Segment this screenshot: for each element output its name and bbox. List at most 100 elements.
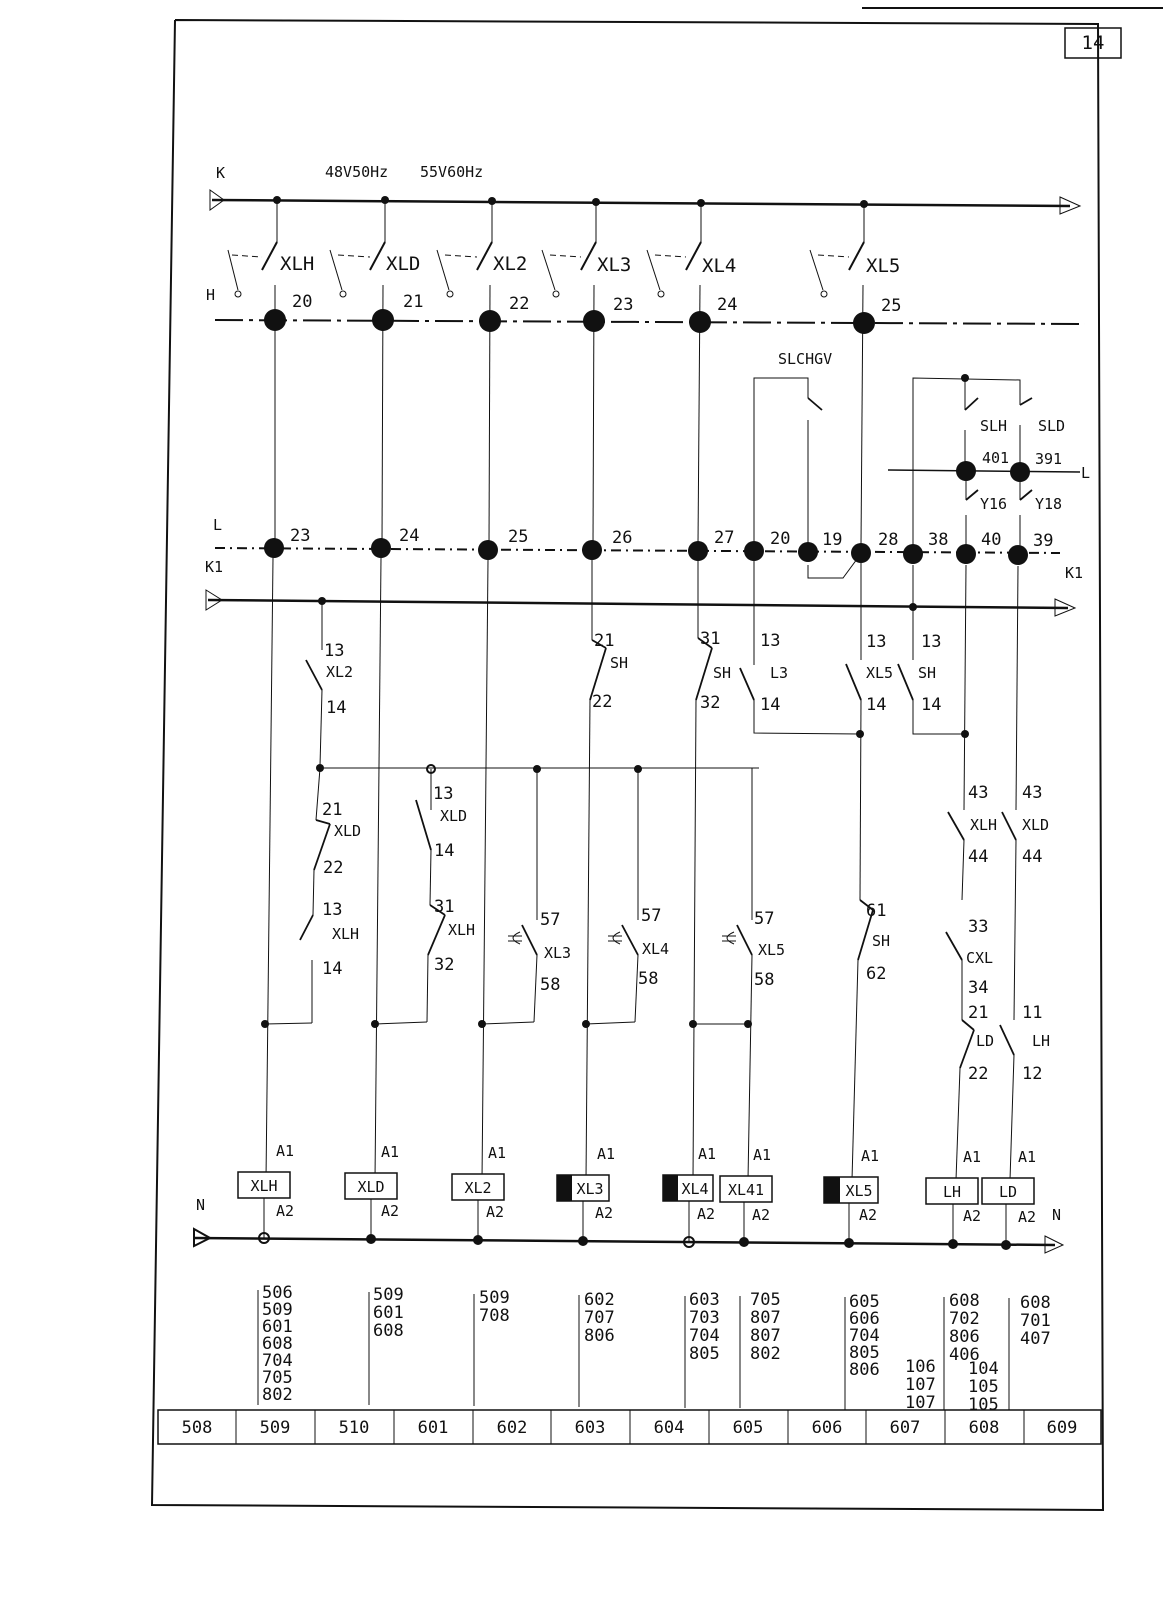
- contact-label-xl2: XL2: [326, 663, 353, 681]
- switch-label-xl2: XL2: [493, 253, 527, 275]
- switch-label-xld: XLD: [386, 253, 420, 275]
- coil-xl41: [719, 1175, 773, 1247]
- contact-14-sh: 14: [921, 695, 941, 715]
- xref-9-1: 702: [949, 1309, 980, 1329]
- l-terminal-28: 28: [878, 530, 898, 550]
- n-bus-start-arrow: [193, 1227, 213, 1248]
- slh-sld-group: [887, 374, 1081, 565]
- coil-xl41-a1: A1: [753, 1146, 771, 1164]
- contact-label-sh-3: SH: [872, 932, 890, 950]
- selector-column-xl3: [541, 198, 605, 560]
- l-terminal-40: 40: [981, 530, 1001, 550]
- device-label-y18: Y18: [1035, 495, 1062, 513]
- coil-xl3-a1: A1: [597, 1145, 615, 1163]
- footer-col-604: 604: [654, 1418, 685, 1438]
- switch-label-xl3: XL3: [597, 254, 631, 276]
- contact-14-xl2: 14: [326, 698, 346, 718]
- cross-ref-group-1: 506 509 601 608 704 705 802: [262, 1283, 293, 1405]
- coil-xl4-a2: A2: [697, 1205, 715, 1223]
- xref-1-3: 608: [262, 1334, 293, 1354]
- footer-col-608: 608: [969, 1418, 1000, 1438]
- xref-6-0: 705: [750, 1290, 781, 1310]
- contact-label-cxl: CXL: [966, 949, 993, 967]
- cross-ref-group-9: 608 702 806 406: [949, 1291, 980, 1365]
- cross-ref-group-4: 602 707 806: [584, 1290, 615, 1346]
- n-bus-line: [194, 1236, 1056, 1247]
- h-terminal-22: 22: [509, 294, 529, 314]
- rung-ld: [999, 565, 1019, 1181]
- xref-5-2: 704: [689, 1326, 720, 1346]
- coil-xlh: [237, 1171, 291, 1244]
- footer-col-603: 603: [575, 1418, 606, 1438]
- contact-label-xld: XLD: [440, 807, 467, 825]
- coil-lh: [925, 1177, 979, 1249]
- xref-1-1: 509: [262, 1300, 293, 1320]
- contact-21-ld: 21: [968, 1003, 988, 1023]
- footer-col-609: 609: [1047, 1418, 1078, 1438]
- device-label-y16: Y16: [980, 495, 1007, 513]
- xref-10-2: 105: [968, 1395, 999, 1415]
- bus-n-left-label: N: [196, 1196, 205, 1214]
- contact-label-ld: LD: [976, 1032, 994, 1050]
- cross-ref-group-2: 509 601 608: [373, 1285, 404, 1341]
- contact-31-xlh: 31: [434, 897, 454, 917]
- contact-62-sh: 62: [866, 964, 886, 984]
- xref-4-0: 602: [584, 1290, 615, 1310]
- device-label-slh: SLH: [980, 417, 1007, 435]
- switch-label-xl5: XL5: [866, 255, 900, 277]
- rung-lh: [945, 564, 975, 1181]
- xref-7-3: 805: [849, 1343, 880, 1363]
- xref-9-0: 608: [949, 1291, 980, 1311]
- l-terminal-39: 39: [1033, 531, 1053, 551]
- rung-xl5: [845, 563, 874, 1181]
- aux-terminal-401: 401: [982, 449, 1009, 467]
- slchgv-branch: [744, 377, 861, 579]
- selector-column-xlh: [227, 196, 286, 558]
- coil-label-ld: LD: [999, 1183, 1017, 1201]
- h-terminal-25: 25: [881, 296, 901, 316]
- xref-5-0: 603: [689, 1290, 720, 1310]
- contact-44-xld: 44: [1022, 847, 1042, 867]
- coil-label-xld: XLD: [357, 1178, 384, 1196]
- page-number: 14: [1082, 32, 1105, 54]
- contact-13-l3: 13: [760, 631, 780, 651]
- xref-7-1: 606: [849, 1309, 880, 1329]
- xref-2-0: 509: [373, 1285, 404, 1305]
- coil-ld-a2: A2: [1018, 1208, 1036, 1226]
- coil-xld-a2: A2: [381, 1202, 399, 1220]
- footer-column-ruler: [157, 1409, 1102, 1445]
- rung-xl4: [689, 560, 753, 1181]
- bus-k1-right-label: K1: [1065, 564, 1083, 582]
- contact-label-sh-2: SH: [713, 664, 731, 682]
- k-bus-start-arrow: [209, 189, 225, 211]
- xref-6-3: 802: [750, 1344, 781, 1364]
- coil-xl4: [662, 1174, 714, 1248]
- contact-21-xld: 21: [322, 800, 342, 820]
- xref-5-1: 703: [689, 1308, 720, 1328]
- k-bus-line: [211, 198, 1071, 208]
- contact-21-sh: 21: [594, 631, 614, 651]
- device-label-slchgv: SLCHGV: [778, 350, 832, 368]
- coil-xld: [344, 1172, 398, 1244]
- footer-col-607: 607: [890, 1418, 921, 1438]
- rung-xlh: [261, 557, 759, 1181]
- cross-ref-group-7: 605 606 704 805 806: [849, 1292, 880, 1380]
- xref-1-6: 802: [262, 1385, 293, 1405]
- contact-44-xlh: 44: [968, 847, 988, 867]
- xref-1-2: 601: [262, 1317, 293, 1337]
- coil-xl41-a2: A2: [752, 1206, 770, 1224]
- contact-13-xl5: 13: [866, 632, 886, 652]
- selector-column-xl2: [436, 197, 501, 560]
- coil-xl4-a1: A1: [698, 1145, 716, 1163]
- l-terminal-23: 23: [290, 526, 310, 546]
- contact-22-xld: 22: [323, 858, 343, 878]
- h-bus-line: [214, 319, 1086, 325]
- coil-label-xl2: XL2: [464, 1179, 491, 1197]
- contact-13-xld: 13: [433, 784, 453, 804]
- contact-label-xl3: XL3: [544, 944, 571, 962]
- k1-bus-line: [207, 598, 1069, 610]
- contact-13-xl2: 13: [324, 641, 344, 661]
- xref-8-2: 107: [905, 1393, 936, 1413]
- n-bus-end-arrow: [1044, 1235, 1065, 1254]
